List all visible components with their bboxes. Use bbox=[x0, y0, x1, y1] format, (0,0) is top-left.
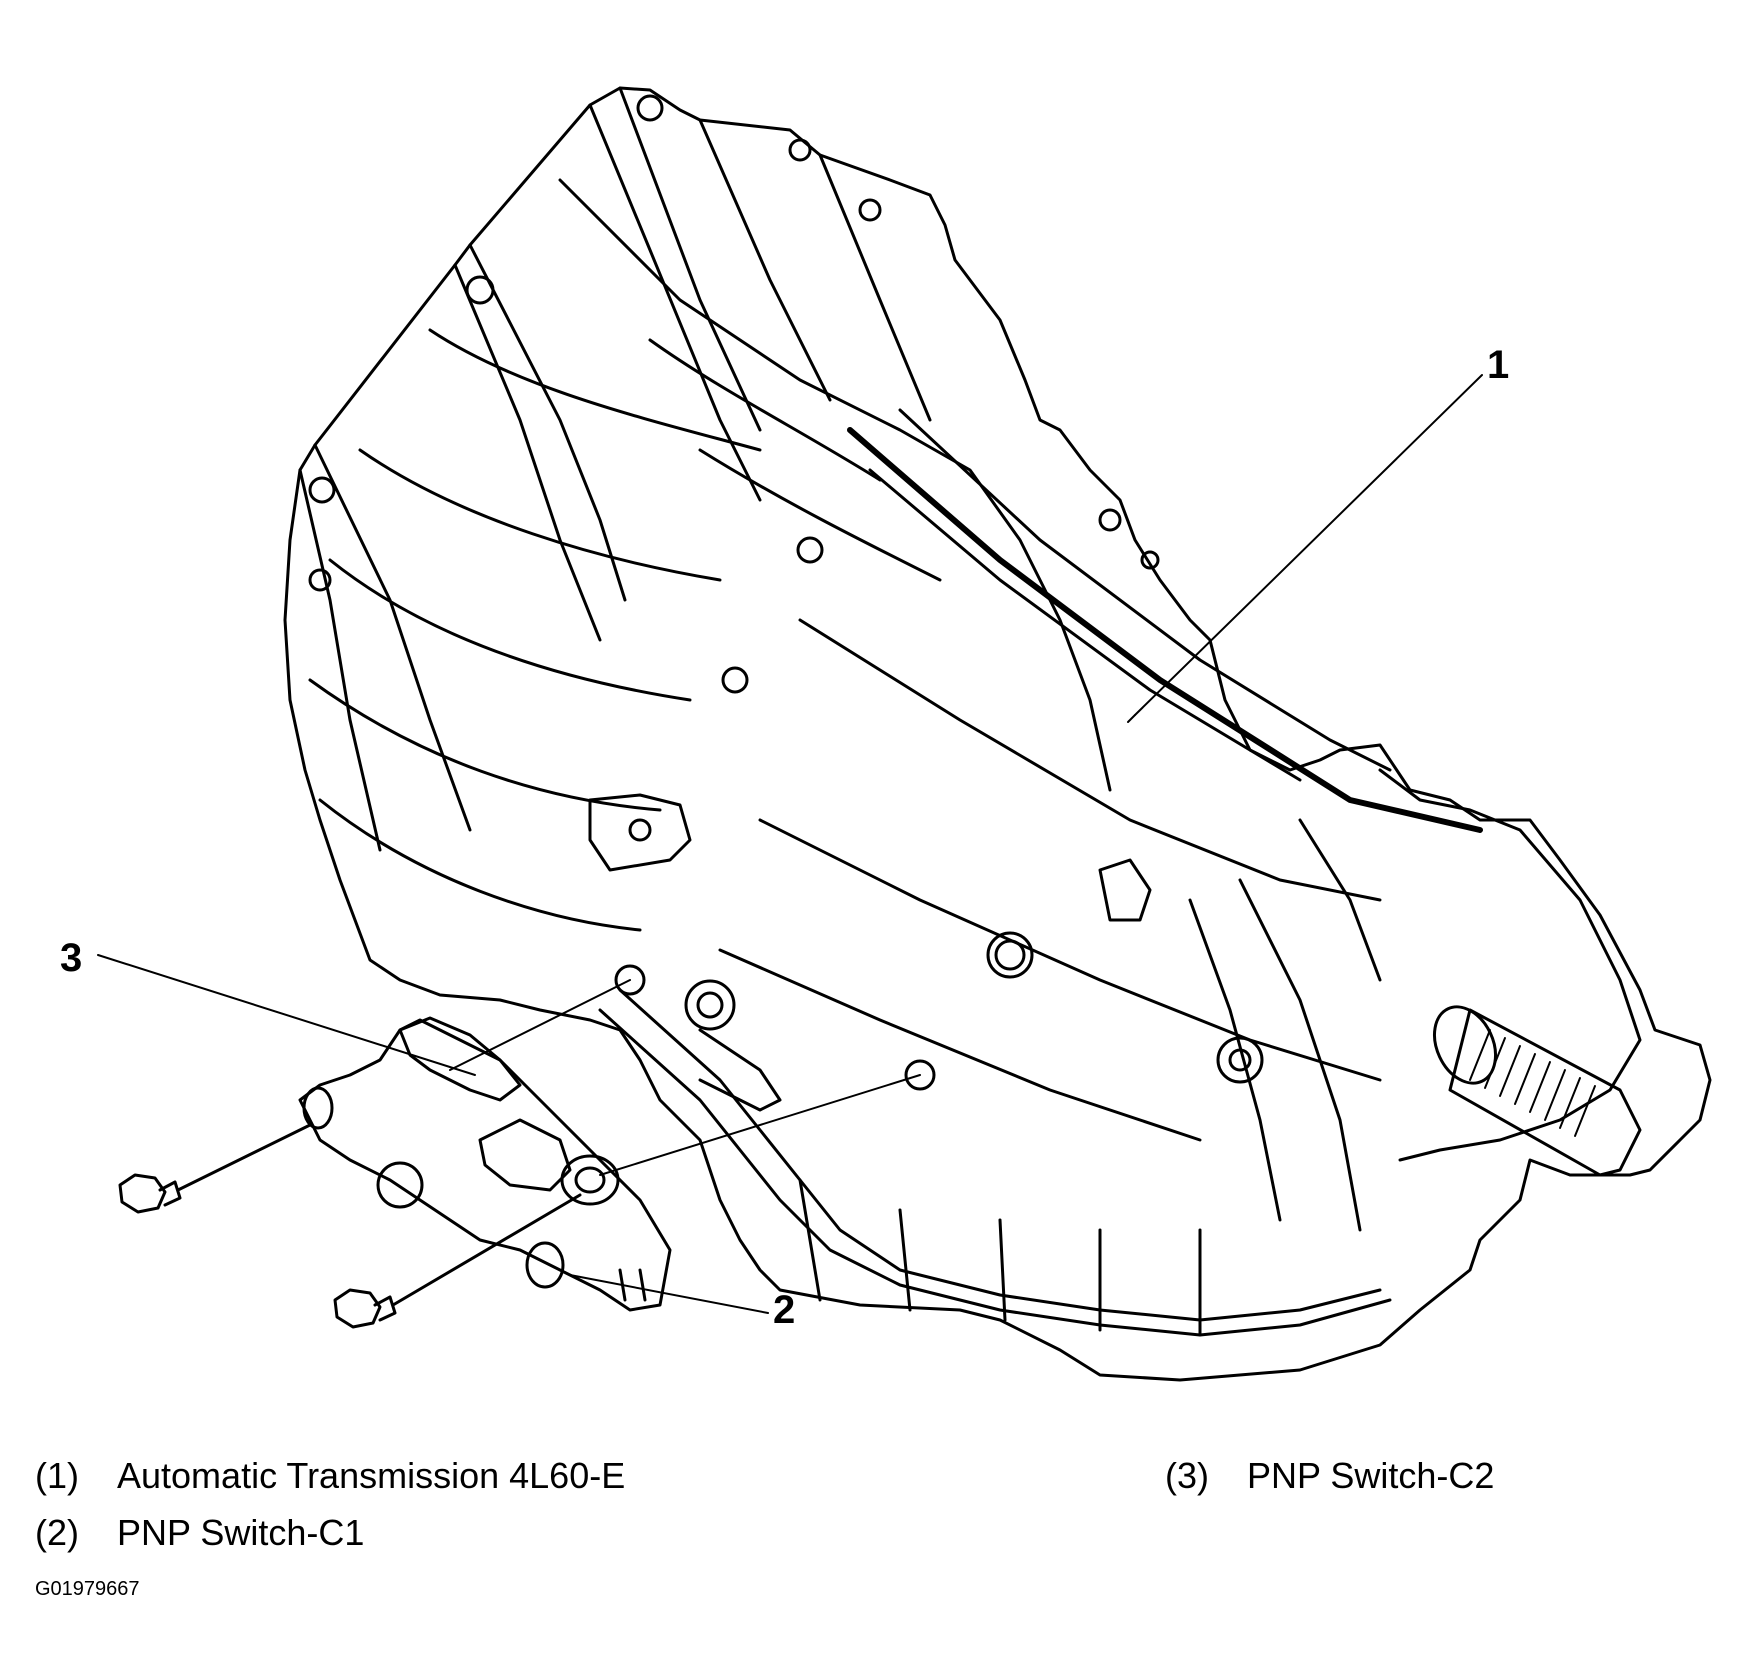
output-shaft bbox=[1448, 1008, 1642, 1177]
bell-rib-4 bbox=[313, 443, 472, 832]
legend-item-2: (2) PNP Switch-C1 bbox=[35, 1515, 364, 1551]
pnp-switch-pivot bbox=[376, 1161, 424, 1209]
callout-3: 3 bbox=[60, 936, 83, 980]
oil-pan-rib-2 bbox=[898, 1208, 912, 1312]
legend-number: (1) bbox=[35, 1455, 79, 1496]
inner-cone bbox=[558, 178, 1112, 792]
extension-rib-3 bbox=[1298, 818, 1382, 982]
legend-item-1: (1) Automatic Transmission 4L60-E bbox=[35, 1458, 625, 1494]
bell-curve-1 bbox=[428, 328, 762, 452]
case-mid-line bbox=[798, 618, 1382, 902]
callout-2: 2 bbox=[773, 1288, 796, 1332]
mount-hole-b bbox=[904, 1059, 936, 1091]
leader-line-2 bbox=[569, 1274, 769, 1314]
case-groove bbox=[847, 427, 1483, 833]
figure-id: G01979667 bbox=[35, 1578, 140, 1600]
selector-shaft bbox=[684, 979, 736, 1031]
bolt-lower bbox=[333, 1193, 582, 1329]
mount-bracket bbox=[588, 793, 692, 872]
pnp-switch-connector-c1 bbox=[478, 1118, 572, 1192]
case-plug bbox=[986, 931, 1034, 979]
inner-cone-3 bbox=[698, 448, 942, 582]
bell-rib-6 bbox=[618, 86, 762, 432]
pnp-switch-connector-c2 bbox=[398, 1016, 522, 1102]
legend-item-3: (3) PNP Switch-C2 bbox=[1165, 1458, 1494, 1494]
case-lower-line-2 bbox=[718, 948, 1202, 1142]
housing-bolt-hole bbox=[636, 94, 664, 122]
leader-line-1 bbox=[1134, 374, 1483, 716]
mount-hole-a bbox=[614, 964, 646, 996]
alignment-line-lower bbox=[599, 1074, 921, 1176]
bell-curve-2 bbox=[358, 448, 722, 582]
extension-rib-1 bbox=[1238, 878, 1362, 1232]
bell-rib-1 bbox=[468, 243, 627, 602]
case-clip bbox=[1098, 858, 1152, 922]
bell-curve-5 bbox=[318, 798, 642, 932]
output-shaft-end bbox=[1433, 1005, 1497, 1085]
alignment-line-upper bbox=[449, 979, 631, 1071]
leader-line-3 bbox=[97, 954, 476, 1076]
case-top-line bbox=[898, 408, 1392, 772]
bell-rib-8 bbox=[818, 153, 932, 422]
bell-rib-3 bbox=[453, 263, 602, 642]
inner-cone-2 bbox=[648, 338, 882, 482]
oil-pan-flange bbox=[598, 1008, 1392, 1337]
bell-curve-3 bbox=[328, 558, 692, 702]
legend-label: Automatic Transmission 4L60-E bbox=[117, 1455, 626, 1496]
extension-rib-2 bbox=[1188, 898, 1282, 1222]
legend-label: PNP Switch-C2 bbox=[1247, 1455, 1495, 1496]
shift-lever bbox=[698, 1028, 782, 1112]
case-lower-line bbox=[758, 818, 1382, 1082]
pnp-switch-c1-plug bbox=[525, 1241, 565, 1289]
bolt-upper bbox=[118, 1123, 312, 1214]
pnp-switch-mount-hole-left bbox=[302, 1086, 334, 1130]
extension-housing bbox=[1378, 768, 1642, 1162]
bell-rib-2 bbox=[588, 103, 762, 502]
pnp-switch-shaft-hole bbox=[560, 1154, 620, 1206]
case-top-line-2 bbox=[868, 468, 1302, 782]
callout-1: 1 bbox=[1487, 343, 1510, 387]
bell-rib-5 bbox=[298, 468, 382, 852]
legend-number: (3) bbox=[1165, 1455, 1209, 1496]
oil-pan bbox=[618, 988, 1382, 1322]
legend-label: PNP Switch-C1 bbox=[117, 1512, 365, 1553]
legend-number: (2) bbox=[35, 1512, 79, 1553]
oil-pan-rib-3 bbox=[998, 1218, 1007, 1322]
bell-rib-7 bbox=[698, 118, 832, 402]
bell-housing bbox=[283, 86, 1712, 1382]
bell-curve-4 bbox=[308, 678, 662, 812]
oil-pan-rib-1 bbox=[798, 1178, 822, 1302]
